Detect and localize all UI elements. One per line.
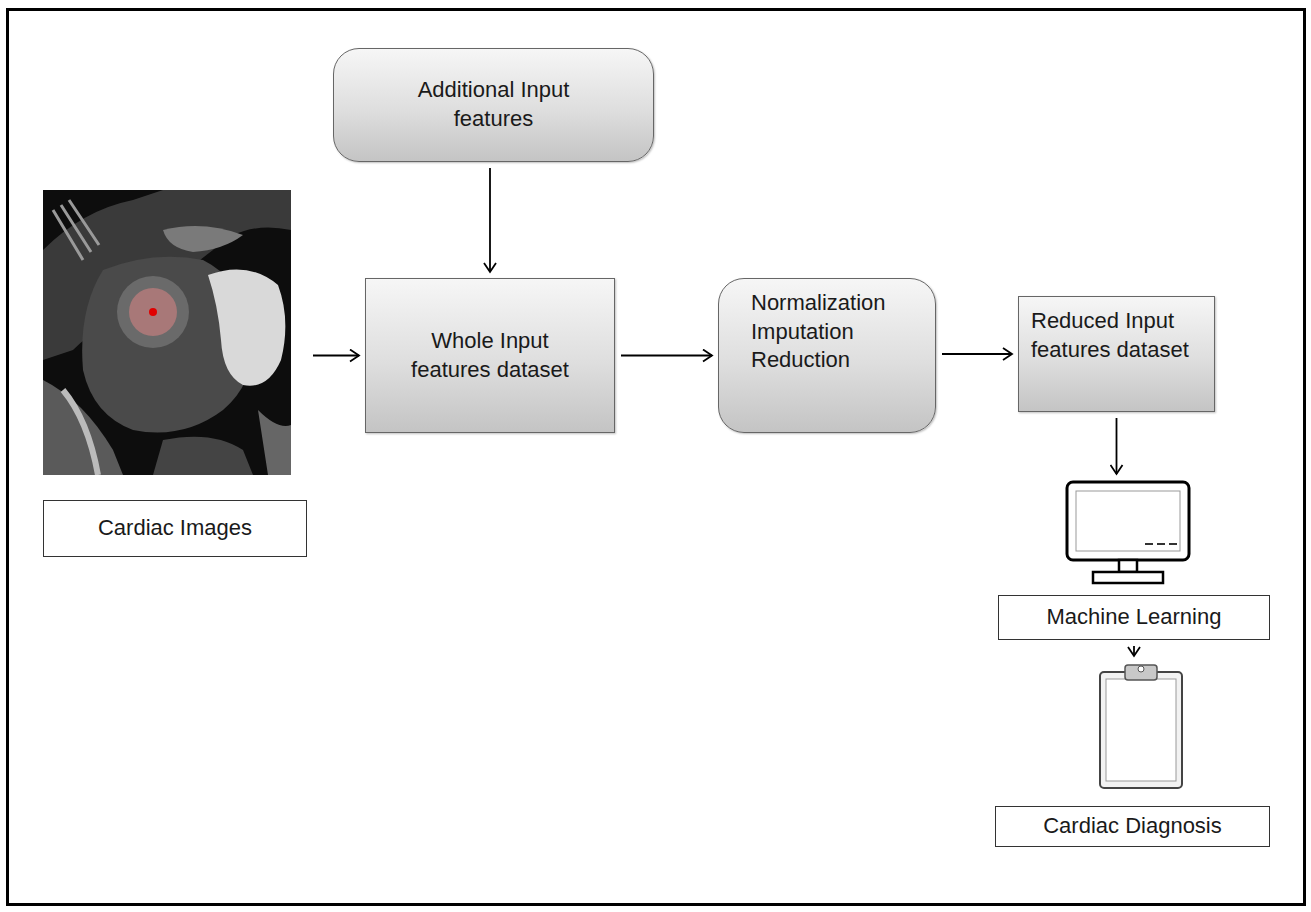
computer-icon [1065,480,1191,586]
flow-arrow [942,353,1012,355]
image-panel: Cardiac Images [43,190,307,557]
dataset-box: Reduced Input features dataset [1018,296,1215,412]
output-panel: Cardiac Diagnosis [995,662,1270,847]
flow-arrow [1116,418,1118,474]
node-label: Cardiac Images [98,514,252,543]
input-box: Additional Input features [333,48,654,162]
model-panel: Machine Learning [998,480,1270,640]
box-text: Reduced Input features dataset [1031,307,1202,364]
flow-arrow [489,168,491,272]
flow-arrow [313,355,359,357]
label-box: Machine Learning [998,595,1270,640]
label-box: Cardiac Diagnosis [995,806,1270,847]
label-box: Cardiac Images [43,500,307,557]
flow-arrow [1133,646,1135,656]
dataset-box: Whole Input features dataset [365,278,615,433]
box-text: Additional Input features [392,76,595,133]
process-box: Normalization Imputation Reduction [718,278,936,433]
box-text: Whole Input features dataset [400,327,580,384]
cardiac-mri-image [43,190,291,475]
clipboard-icon [1097,662,1185,792]
node-label: Machine Learning [1047,603,1222,632]
box-text: Normalization Imputation Reduction [751,289,917,375]
flow-arrow [621,355,712,357]
node-label: Cardiac Diagnosis [1043,812,1222,841]
